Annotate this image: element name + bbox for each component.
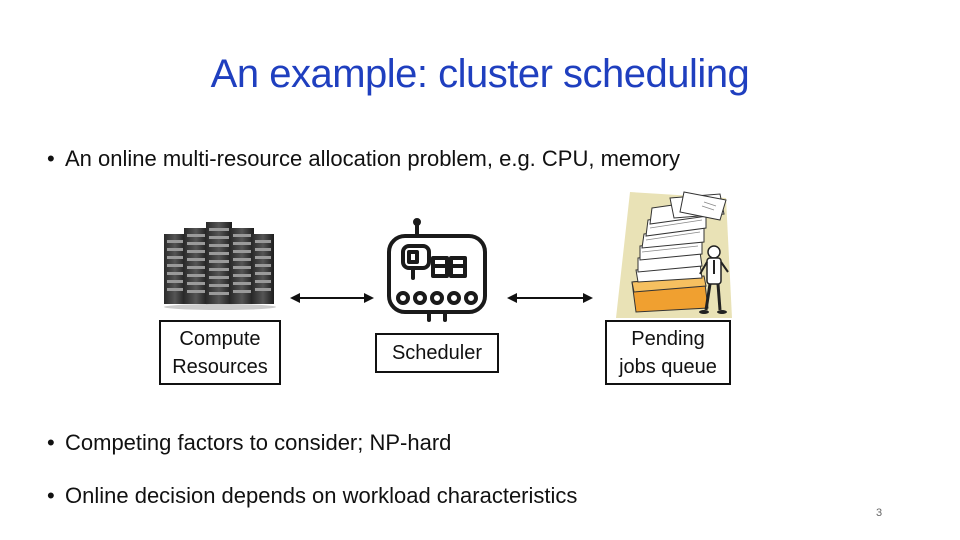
compute-label-line2: Resources xyxy=(172,355,268,378)
pending-label-line1: Pending xyxy=(631,327,705,350)
scheduler-label: Scheduler xyxy=(375,333,499,373)
bullet-text: An online multi-resource allocation prob… xyxy=(65,146,681,171)
bullet-item: • Competing factors to consider; NP-hard xyxy=(47,430,451,456)
bullet-item: • An online multi-resource allocation pro… xyxy=(47,146,680,172)
pending-label-line2: jobs queue xyxy=(619,355,717,378)
pending-jobs-queue-label: Pending jobs queue xyxy=(605,320,731,385)
scheduler-robot-icon xyxy=(387,218,487,322)
bullet-glyph: • xyxy=(47,146,55,171)
bullet-text: Competing factors to consider; NP-hard xyxy=(65,430,452,455)
server-rack-icon xyxy=(164,222,276,310)
compute-resources-label: Compute Resources xyxy=(159,320,281,385)
page-number: 3 xyxy=(876,507,883,519)
bullet-glyph: • xyxy=(47,483,55,508)
bullet-item: • Online decision depends on workload cha… xyxy=(47,483,577,509)
bullet-text: Online decision depends on workload char… xyxy=(65,483,578,508)
compute-label-line1: Compute xyxy=(179,327,261,350)
double-arrow-icon xyxy=(507,293,593,303)
bullet-glyph: • xyxy=(47,430,55,455)
slide-title: An example: cluster scheduling xyxy=(210,52,750,96)
double-arrow-icon xyxy=(290,293,374,303)
paper-stack-person-icon xyxy=(616,191,732,318)
